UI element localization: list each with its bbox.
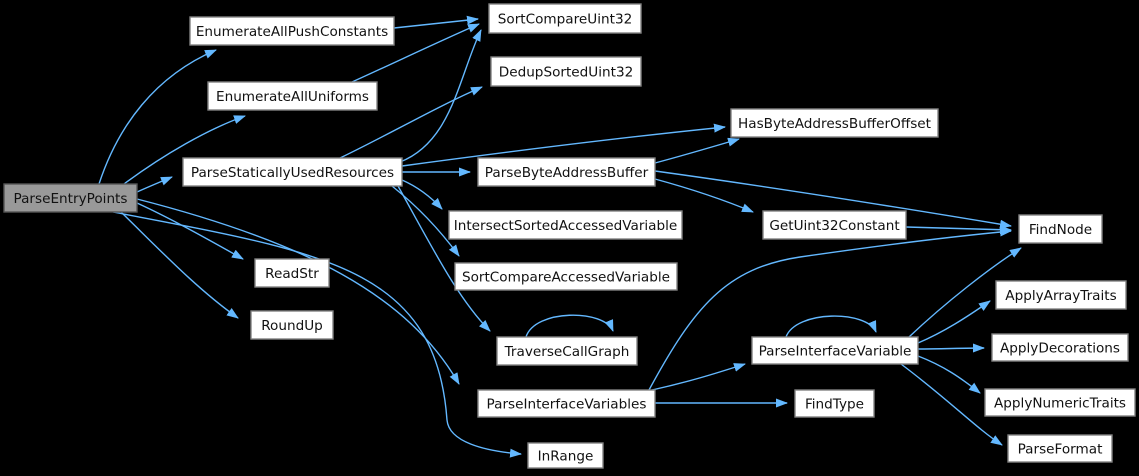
edge-ParseEntryPoints-to-ParseInterfaceVariables (136, 198, 460, 385)
graph-node-GetUint32Constant[interactable]: GetUint32Constant (762, 210, 907, 240)
edge-ParseInterfaceVariable-to-ApplyDecorations (917, 343, 985, 353)
edge-ParseInterfaceVariable-to-ParseFormat (900, 363, 1003, 446)
node-box-DedupSortedUint32[interactable] (490, 56, 642, 87)
edge-ParseStaticallyUsedResources-to-SortCompareAccessedVariable (391, 185, 460, 257)
graph-node-TraverseCallGraph[interactable]: TraverseCallGraph (496, 336, 638, 366)
node-box-ParseInterfaceVariables[interactable] (477, 389, 656, 418)
edge-ParseInterfaceVariable-to-ParseInterfaceVariable (785, 315, 877, 338)
graph-node-DedupSortedUint32[interactable]: DedupSortedUint32 (490, 56, 642, 87)
node-box-IntersectSortedAccessedVariable[interactable] (448, 210, 683, 240)
edge-ParseEntryPoints-to-EnumerateAllUniforms (123, 115, 246, 185)
graph-node-ApplyArrayTraits[interactable]: ApplyArrayTraits (995, 280, 1127, 310)
graph-node-HasByteAddressBufferOffset[interactable]: HasByteAddressBufferOffset (730, 108, 939, 138)
graph-node-ParseInterfaceVariable[interactable]: ParseInterfaceVariable (751, 336, 919, 365)
node-box-SortCompareAccessedVariable[interactable] (454, 262, 678, 291)
graph-node-ApplyDecorations[interactable]: ApplyDecorations (991, 333, 1129, 362)
edges-layer (98, 15, 1022, 458)
edge-ParseStaticallyUsedResources-to-IntersectSortedAccessedVariable (401, 179, 443, 210)
edge-ParseStaticallyUsedResources-to-TraverseCallGraph (397, 185, 491, 332)
node-box-ParseFormat[interactable] (1007, 434, 1113, 463)
node-box-ParseInterfaceVariable[interactable] (751, 336, 919, 365)
node-box-FindNode[interactable] (1018, 214, 1103, 244)
graph-node-SortCompareUint32[interactable]: SortCompareUint32 (488, 3, 642, 34)
edge-ParseInterfaceVariables-to-FindNode (648, 227, 1012, 391)
edge-ParseInterfaceVariable-to-ApplyNumericTraits (917, 355, 981, 394)
graph-node-ParseStaticallyUsedResources[interactable]: ParseStaticallyUsedResources (182, 157, 403, 187)
node-box-ParseStaticallyUsedResources[interactable] (182, 157, 403, 187)
node-box-ApplyDecorations[interactable] (991, 333, 1129, 362)
edge-ParseStaticallyUsedResources-to-HasByteAddressBufferOffset (401, 123, 726, 167)
edge-ParseStaticallyUsedResources-to-DedupSortedUint32 (339, 86, 483, 159)
graph-node-ParseInterfaceVariables[interactable]: ParseInterfaceVariables (477, 389, 656, 418)
edge-EnumerateAllUniforms-to-SortCompareUint32 (351, 23, 480, 83)
edge-ParseInterfaceVariables-to-ParseInterfaceVariable (651, 363, 746, 391)
node-box-ReadStr[interactable] (254, 258, 330, 288)
graph-node-IntersectSortedAccessedVariable[interactable]: IntersectSortedAccessedVariable (448, 210, 683, 240)
edge-ParseInterfaceVariable-to-ApplyArrayTraits (917, 300, 991, 344)
node-box-FindType[interactable] (794, 389, 875, 418)
edge-GetUint32Constant-to-FindNode (905, 225, 1012, 235)
graph-node-SortCompareAccessedVariable[interactable]: SortCompareAccessedVariable (454, 262, 678, 291)
node-box-GetUint32Constant[interactable] (762, 210, 907, 240)
node-box-EnumerateAllPushConstants[interactable] (189, 16, 395, 46)
edge-ParseByteAddressBuffer-to-HasByteAddressBufferOffset (654, 137, 740, 164)
edge-TraverseCallGraph-to-TraverseCallGraph (525, 314, 614, 338)
edge-ParseStaticallyUsedResources-to-SortCompareUint32 (399, 29, 482, 163)
graph-node-InRange[interactable]: InRange (527, 442, 604, 469)
graph-node-ApplyNumericTraits[interactable]: ApplyNumericTraits (984, 388, 1136, 417)
node-box-SortCompareUint32[interactable] (488, 3, 642, 34)
edge-EnumerateAllPushConstants-to-SortCompareUint32 (393, 15, 479, 29)
edge-ParseEntryPoints-to-RoundUp (120, 211, 239, 319)
node-box-InRange[interactable] (527, 442, 604, 469)
edge-ParseEntryPoints-to-EnumerateAllPushConstants (98, 49, 217, 185)
node-box-ParseEntryPoints[interactable] (3, 183, 138, 213)
node-box-ApplyNumericTraits[interactable] (984, 388, 1136, 417)
edge-ParseByteAddressBuffer-to-GetUint32Constant (654, 178, 754, 213)
node-box-HasByteAddressBufferOffset[interactable] (730, 108, 939, 138)
node-box-RoundUp[interactable] (250, 310, 334, 340)
edge-ParseEntryPoints-to-InRange (112, 211, 522, 458)
node-box-EnumerateAllUniforms[interactable] (207, 81, 378, 111)
graph-node-RoundUp[interactable]: RoundUp (250, 310, 334, 340)
graph-node-FindNode[interactable]: FindNode (1018, 214, 1103, 244)
edge-ParseInterfaceVariable-to-FindNode (908, 247, 1022, 338)
node-box-ParseByteAddressBuffer[interactable] (477, 157, 656, 187)
graph-node-EnumerateAllUniforms[interactable]: EnumerateAllUniforms (207, 81, 378, 111)
graph-node-FindType[interactable]: FindType (794, 389, 875, 418)
edge-ParseEntryPoints-to-ReadStr (136, 202, 244, 260)
graph-node-ParseEntryPoints[interactable]: ParseEntryPoints (3, 183, 138, 213)
node-box-ApplyArrayTraits[interactable] (995, 280, 1127, 310)
graph-node-ReadStr[interactable]: ReadStr (254, 258, 330, 288)
edge-ParseEntryPoints-to-ParseStaticallyUsedResources (136, 176, 173, 193)
graph-node-EnumerateAllPushConstants[interactable]: EnumerateAllPushConstants (189, 16, 395, 46)
graph-node-ParseFormat[interactable]: ParseFormat (1007, 434, 1113, 463)
edge-ParseByteAddressBuffer-to-FindNode (654, 170, 1012, 229)
graph-node-ParseByteAddressBuffer[interactable]: ParseByteAddressBuffer (477, 157, 656, 187)
node-box-TraverseCallGraph[interactable] (496, 336, 638, 366)
